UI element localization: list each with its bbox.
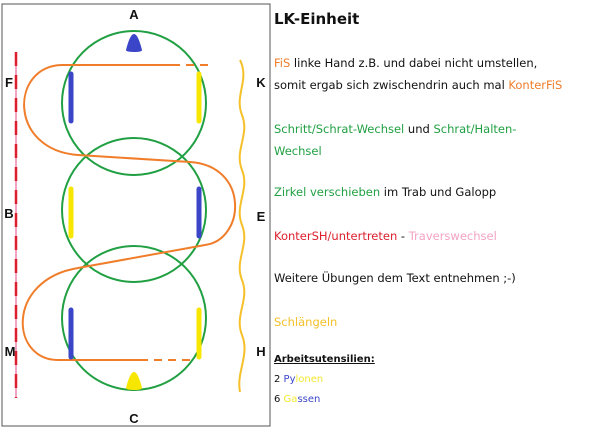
letter-c: C: [129, 411, 139, 426]
text-line: Schritt/Schrat-Wechsel und Schrat/Halten…: [274, 122, 517, 136]
text-line: FiS linke Hand z.B. und dabei nicht umst…: [274, 56, 538, 70]
text-line: Schlängeln: [274, 315, 338, 329]
letter-m: M: [5, 344, 16, 359]
text-line: Wechsel: [274, 144, 322, 158]
letter-h: H: [256, 344, 265, 359]
letter-f: F: [5, 75, 13, 90]
pylon-yellow-icon: [126, 372, 142, 390]
letter-k: K: [256, 75, 266, 90]
riding-path: [21, 64, 236, 362]
letter-e: E: [257, 209, 266, 224]
circle-middle: [61, 137, 207, 283]
text-line: somit ergab sich zwischendrin auch mal K…: [274, 78, 563, 92]
pylon-blue-icon: [126, 34, 142, 52]
page-title: LK-Einheit: [274, 10, 360, 28]
letter-b: B: [4, 206, 13, 221]
circle-top: [61, 30, 207, 176]
letter-a: A: [129, 7, 139, 22]
arena-border: [1, 3, 271, 427]
serpentine-line: [238, 59, 246, 393]
text-line: Weitere Übungen dem Text entnehmen ;-): [274, 271, 516, 285]
equipment-heading: Arbeitsutensilien:: [274, 354, 375, 365]
dressage-arena-diagram: A C F B M K E H: [1, 3, 271, 427]
text-line: KonterSH/untertreten - Traverswechsel: [274, 229, 497, 243]
equipment-pylons: 2 Pylonen: [274, 374, 324, 385]
equipment-gates: 6 Gassen: [274, 394, 321, 405]
text-line: Zirkel verschieben im Trab und Galopp: [274, 185, 497, 199]
